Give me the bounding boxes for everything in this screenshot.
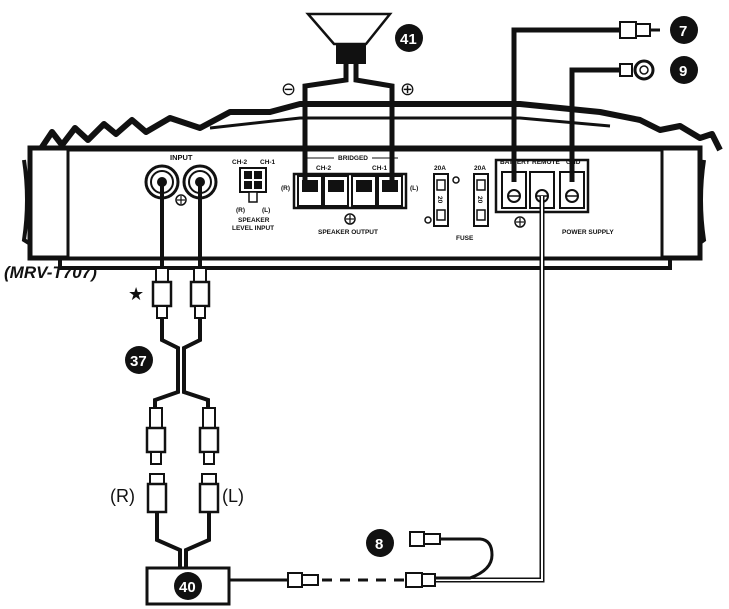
- remote-wire-inner: [435, 196, 543, 581]
- speaker-icon: [305, 12, 393, 64]
- fuse-rating-2: 20A: [474, 165, 486, 172]
- fuse-rating-1: 20A: [434, 165, 446, 172]
- sli-title-line2: LEVEL INPUT: [232, 225, 274, 232]
- sli-ch1-label: CH-1: [260, 159, 276, 166]
- base-foot: [30, 256, 700, 270]
- callout-9-badge: 9: [670, 56, 698, 84]
- remote-wire-8: [435, 537, 494, 580]
- rca-plug-left-upper: [189, 267, 211, 319]
- rca-r-label: (R): [110, 486, 135, 506]
- fuse-1-value: 20: [436, 196, 443, 204]
- minus-symbol: ⊖: [281, 79, 296, 99]
- ring-terminal-icon: [619, 59, 655, 81]
- rca-plug-left-lower-upper: [198, 407, 220, 465]
- callout-37-text: 37: [130, 353, 147, 370]
- callout-7-badge: 7: [670, 16, 698, 44]
- battery-fuse-holder-icon: [619, 21, 660, 39]
- callout-7-text: 7: [679, 23, 687, 40]
- callout-40-badge: 40: [174, 572, 202, 600]
- speaker-wire-minus: [302, 64, 349, 185]
- sli-title-line1: SPEAKER: [238, 217, 270, 224]
- rca-plug-right-upper: [151, 267, 173, 319]
- rca-cable-to-head-unit-2: [184, 512, 211, 568]
- power-supply-label: POWER SUPPLY: [562, 229, 614, 236]
- rca-l-label: (L): [222, 486, 244, 506]
- heatsink-inner: [209, 116, 611, 130]
- output-r-label: (R): [281, 185, 290, 192]
- speaker-terminal-ch2-minus[interactable]: [297, 175, 323, 207]
- ground-terminal[interactable]: [559, 171, 585, 209]
- rca-cable-merge-2: [182, 318, 210, 408]
- fuse-label: FUSE: [456, 235, 474, 242]
- rca-jack-left-lower: [198, 473, 220, 514]
- callout-8-text: 8: [375, 536, 383, 553]
- remote-label: REMOTE: [532, 159, 560, 166]
- bridged-label: BRIDGED: [338, 155, 368, 162]
- plus-symbol: ⊕: [400, 79, 415, 99]
- sli-l-label: (L): [262, 207, 270, 214]
- speaker-output-label: SPEAKER OUTPUT: [318, 229, 378, 236]
- input-label: INPUT: [170, 153, 193, 162]
- speaker-terminal-ch1-minus[interactable]: [351, 175, 377, 207]
- fuse-1[interactable]: 20: [433, 173, 449, 227]
- callout-41-text: 41: [400, 31, 417, 48]
- output-ch2-label: CH-2: [316, 165, 332, 172]
- sli-r-label: (R): [236, 207, 245, 214]
- star-marker: ★: [128, 284, 144, 304]
- remote-wire-connector-icon: [409, 531, 441, 547]
- fuse-2[interactable]: 20: [473, 173, 489, 227]
- speaker-wire-plus: [353, 64, 395, 185]
- heatsink-outline: [37, 101, 723, 152]
- rca-jack-right-lower: [146, 473, 168, 514]
- ground-screw-icon: [514, 216, 526, 228]
- rca-cable-to-head-unit: [155, 512, 182, 568]
- callout-40-text: 40: [179, 579, 196, 596]
- output-ch1-label: CH-1: [372, 165, 388, 172]
- callout-41-badge: 41: [395, 24, 423, 52]
- speaker-terminal-ch2-plus[interactable]: [323, 175, 349, 207]
- callout-9-text: 9: [679, 63, 687, 80]
- sli-ch2-label: CH-2: [232, 159, 248, 166]
- callout-37-badge: 37: [125, 346, 153, 374]
- ground-screw-icon: [175, 194, 187, 206]
- model-label: (MRV-T707): [4, 263, 97, 282]
- speaker-level-input-connector[interactable]: [239, 167, 267, 203]
- ground-screw-icon: [344, 213, 356, 225]
- battery-wire: [511, 27, 620, 182]
- rca-plug-right-lower-upper: [145, 407, 167, 465]
- output-l-label: (L): [410, 185, 418, 192]
- callout-8-badge: 8: [366, 529, 394, 557]
- connector-female-icon: [405, 572, 436, 588]
- ground-wire: [569, 67, 620, 182]
- connector-male-icon: [287, 572, 319, 588]
- rca-cable-merge: [153, 318, 180, 408]
- fuse-2-value: 20: [476, 196, 483, 204]
- rca-input-jack-right[interactable]: [144, 164, 180, 200]
